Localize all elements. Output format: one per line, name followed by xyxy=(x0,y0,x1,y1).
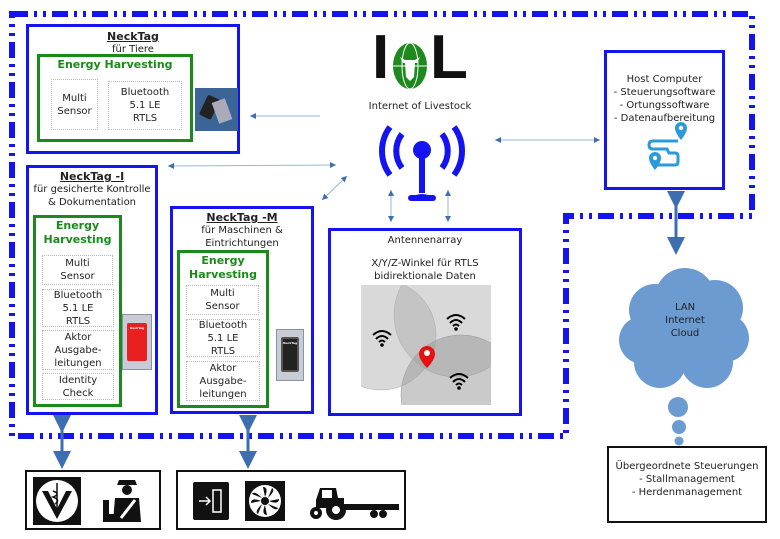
multi-sensor-module: Multi Sensor xyxy=(42,255,113,285)
necktag-m-box: NeckTag -M für Maschinen & Eintrichtunge… xyxy=(170,206,314,414)
antenna-array-box: Antennenarray X/Y/Z-Winkel für RTLS bidi… xyxy=(328,228,522,416)
antenna-array-title: Antennenarray xyxy=(387,235,463,246)
location-pin-icon xyxy=(419,346,435,368)
wifi-icon-top-right xyxy=(446,314,466,331)
energy-harvesting-label: Energy Harvesting xyxy=(43,219,112,246)
superior-control-box: Übergeordnete Steuerungen - Stallmanagem… xyxy=(607,446,767,523)
necktag-tiere-title: NeckTag xyxy=(107,30,159,43)
device-body: NeckTag xyxy=(281,337,299,372)
wifi-icon-left xyxy=(372,330,392,347)
energy-harvesting-box: Energy Harvesting Multi Sensor Bluetooth… xyxy=(177,250,269,408)
energy-harvesting-label: Energy Harvesting xyxy=(57,58,173,71)
superior-item-herde: - Herdenmanagement xyxy=(631,487,743,498)
aktor-module: Aktor Ausgabe- leitungen xyxy=(42,330,114,370)
host-item-daten: - Datenaufbereitung xyxy=(613,113,716,124)
host-item-steuerung: - Steuerungsoftware xyxy=(613,87,716,98)
device-body: NeckTag xyxy=(127,323,147,361)
wifi-icon-bottom-right xyxy=(449,373,469,390)
bluetooth-module: Bluetooth 5.1 LE RTLS xyxy=(42,289,114,327)
veterinary-icon xyxy=(33,477,81,525)
authority-icons-box xyxy=(25,470,161,530)
bluetooth-module: Bluetooth 5.1 LE RTLS xyxy=(186,319,260,357)
logo-letter-i: I xyxy=(372,23,390,92)
necktag-m-device-image: NeckTag xyxy=(276,329,304,381)
necktag-i-box: NeckTag -I für gesicherte Kontrolle & Do… xyxy=(26,165,158,415)
host-computer-box: Host Computer - Steuerungsoftware - Ortu… xyxy=(604,50,725,190)
device-label: NeckTag xyxy=(283,341,298,345)
multi-sensor-module: Multi Sensor xyxy=(51,79,98,130)
necktag-tiere-subtitle: für Tiere xyxy=(112,44,154,55)
iol-logo: I L xyxy=(372,27,468,103)
antenna-line-angles: X/Y/Z-Winkel für RTLS xyxy=(371,258,479,269)
antenna-line-bidirectional: bidirektionale Daten xyxy=(374,271,476,282)
superior-item-stall: - Stallmanagement xyxy=(639,474,735,485)
energy-harvesting-box: Energy Harvesting Multi Sensor Bluetooth… xyxy=(33,215,122,407)
necktag-i-title: NeckTag -I xyxy=(59,170,125,183)
host-computer-title: Host Computer xyxy=(626,74,703,85)
energy-harvesting-label: Energy Harvesting xyxy=(189,254,257,281)
necktag-i-device-image: NeckTag xyxy=(122,314,152,370)
aktor-module: Aktor Ausgabe- leitungen xyxy=(186,361,260,401)
necktag-i-subtitle: für gesicherte Kontrolle & Dokumentation xyxy=(33,184,151,208)
door-exit-icon xyxy=(193,482,229,520)
inspector-icon xyxy=(103,480,141,522)
necktag-tiere-box: NeckTag für Tiere Energy Harvesting Mult… xyxy=(26,24,240,154)
bluetooth-module: Bluetooth 5.1 LE RTLS xyxy=(108,81,182,130)
logo-caption: Internet of Livestock xyxy=(368,101,472,112)
antenna-tower-icon xyxy=(379,125,465,201)
necktag-m-subtitle: für Maschinen & Eintrichtungen xyxy=(201,225,283,249)
device-label: NeckTag xyxy=(129,326,145,330)
logo-letter-l: L xyxy=(430,23,468,92)
host-item-ortung: - Ortungssoftware xyxy=(619,100,710,111)
tractor-icon xyxy=(310,488,399,520)
fan-icon xyxy=(245,481,285,521)
superior-control-title: Übergeordnete Steuerungen xyxy=(615,461,759,472)
machine-icons-box xyxy=(176,470,406,530)
energy-harvesting-box: Energy Harvesting Multi Sensor Bluetooth… xyxy=(37,54,193,142)
identity-check-module: Identity Check xyxy=(42,373,114,400)
collar-tag-image xyxy=(195,88,238,131)
cloud-label: LAN Internet Cloud xyxy=(665,302,705,339)
necktag-m-title: NeckTag -M xyxy=(206,211,278,224)
cow-globe-icon xyxy=(393,42,427,90)
cloud-shape xyxy=(619,268,749,446)
multi-sensor-module: Multi Sensor xyxy=(186,285,259,315)
route-map-icon xyxy=(647,122,687,170)
